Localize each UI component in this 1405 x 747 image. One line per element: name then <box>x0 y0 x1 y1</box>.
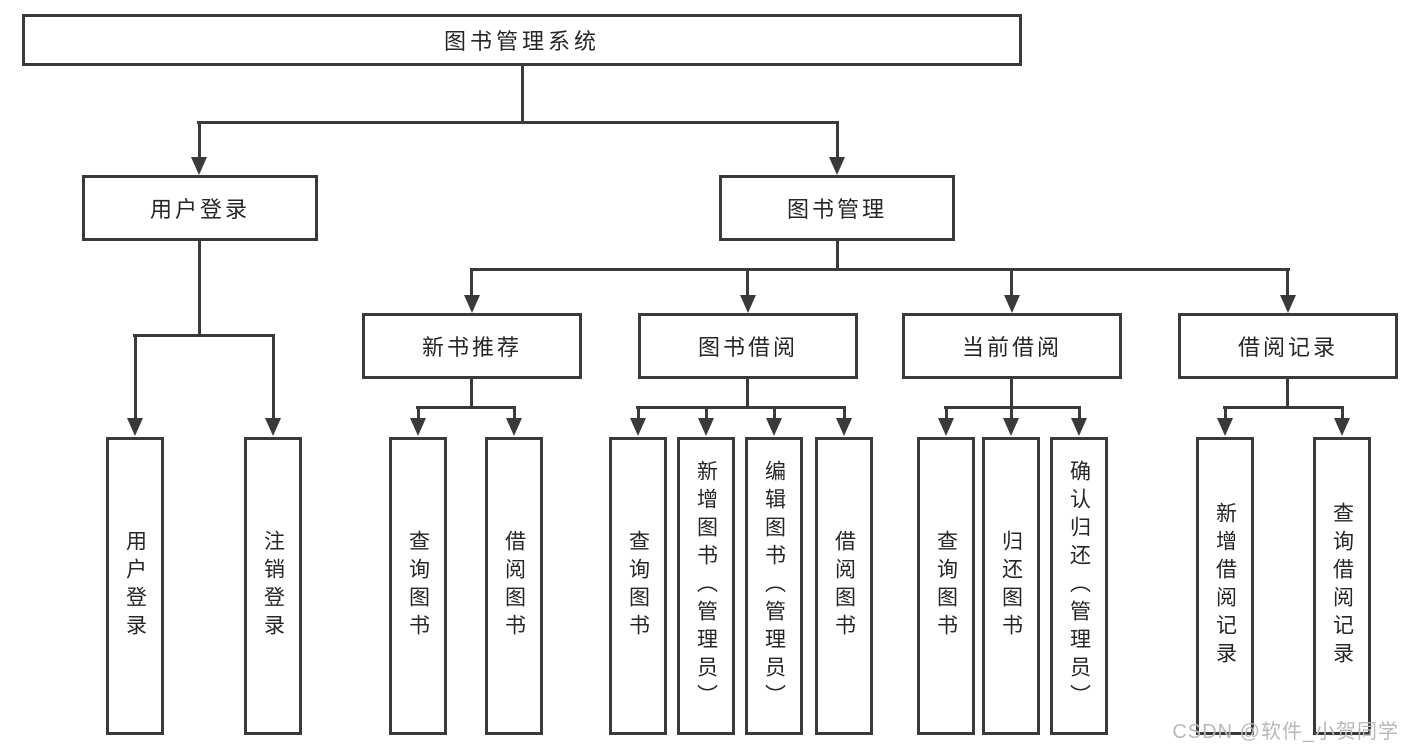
down-arrowhead-icon <box>1004 295 1020 313</box>
down-arrowhead-icon <box>410 418 426 436</box>
connector-vline <box>470 268 473 297</box>
leaf-bb-edit-books-admin: 编辑图书（管理员） <box>745 437 803 735</box>
leaf-bb-borrow-books: 借阅图书 <box>815 437 873 735</box>
connector-hline <box>133 334 275 337</box>
connector-vline <box>1286 268 1289 297</box>
connector-hline <box>636 406 846 409</box>
leaf-nb-borrow-books: 借阅图书 <box>485 437 543 735</box>
connector-vline <box>945 406 948 419</box>
node-root: 图书管理系统 <box>22 14 1022 66</box>
leaf-label: 查询图书 <box>626 530 650 642</box>
connector-vline <box>1078 406 1081 419</box>
down-arrowhead-icon <box>836 418 852 436</box>
leaf-label: 查询图书 <box>406 530 430 642</box>
down-arrowhead-icon <box>265 418 281 436</box>
connector-hline <box>470 268 1290 271</box>
leaf-label: 新增图书（管理员） <box>694 460 718 712</box>
leaf-label: 查询图书 <box>934 530 958 642</box>
leaf-label: 新增借阅记录 <box>1213 502 1237 670</box>
down-arrowhead-icon <box>829 157 845 175</box>
down-arrowhead-icon <box>1071 418 1087 436</box>
node-user-login: 用户登录 <box>82 175 318 241</box>
node-book-borrow: 图书借阅 <box>638 313 858 379</box>
connector-hline <box>1223 406 1344 409</box>
leaf-label: 用户登录 <box>123 530 147 642</box>
connector-vline <box>272 334 275 419</box>
connector-vline <box>513 406 516 419</box>
down-arrowhead-icon <box>191 157 207 175</box>
connector-vline <box>843 406 846 419</box>
leaf-cb-confirm-return-admin: 确认归还（管理员） <box>1050 437 1108 735</box>
down-arrowhead-icon <box>1280 295 1296 313</box>
connector-vline <box>134 334 137 419</box>
leaf-br-query-record: 查询借阅记录 <box>1313 437 1371 735</box>
leaf-bb-add-books-admin: 新增图书（管理员） <box>677 437 735 735</box>
leaf-label: 确认归还（管理员） <box>1067 460 1091 712</box>
leaf-logout: 注销登录 <box>244 437 302 735</box>
connector-vline <box>521 66 524 124</box>
node-book-management: 图书管理 <box>719 175 955 241</box>
leaf-nb-query-books: 查询图书 <box>389 437 447 735</box>
down-arrowhead-icon <box>464 295 480 313</box>
leaf-br-add-record: 新增借阅记录 <box>1196 437 1254 735</box>
connector-vline <box>746 379 749 409</box>
node-borrow-records: 借阅记录 <box>1178 313 1398 379</box>
node-current-borrow: 当前借阅 <box>902 313 1122 379</box>
leaf-label: 借阅图书 <box>832 530 856 642</box>
watermark: CSDN @软件_小贺同学 <box>1172 721 1399 743</box>
connector-vline <box>1286 379 1289 409</box>
connector-vline <box>1010 379 1013 409</box>
connector-vline <box>836 121 839 158</box>
connector-vline <box>705 406 708 419</box>
down-arrowhead-icon <box>766 418 782 436</box>
down-arrowhead-icon <box>127 418 143 436</box>
connector-vline <box>1010 406 1013 419</box>
down-arrowhead-icon <box>740 295 756 313</box>
leaf-label: 编辑图书（管理员） <box>762 460 786 712</box>
down-arrowhead-icon <box>938 418 954 436</box>
leaf-cb-query-books: 查询图书 <box>917 437 975 735</box>
connector-vline <box>637 406 640 419</box>
down-arrowhead-icon <box>1003 418 1019 436</box>
connector-vline <box>1010 268 1013 297</box>
connector-vline <box>746 268 749 297</box>
connector-hline <box>416 406 516 409</box>
down-arrowhead-icon <box>698 418 714 436</box>
leaf-cb-return-books: 归还图书 <box>982 437 1040 735</box>
connector-vline <box>198 121 201 158</box>
connector-vline <box>1224 406 1227 419</box>
leaf-user-login: 用户登录 <box>106 437 164 735</box>
leaf-label: 借阅图书 <box>502 530 526 642</box>
connector-vline <box>417 406 420 419</box>
connector-vline <box>470 379 473 409</box>
leaf-label: 注销登录 <box>261 530 285 642</box>
connector-vline <box>773 406 776 419</box>
connector-vline <box>198 241 201 337</box>
connector-vline <box>836 241 839 271</box>
down-arrowhead-icon <box>506 418 522 436</box>
leaf-label: 归还图书 <box>999 530 1023 642</box>
down-arrowhead-icon <box>1334 418 1350 436</box>
leaf-label: 查询借阅记录 <box>1330 502 1354 670</box>
node-new-book-recommend: 新书推荐 <box>362 313 582 379</box>
down-arrowhead-icon <box>630 418 646 436</box>
connector-hline <box>197 121 839 124</box>
connector-vline <box>1341 406 1344 419</box>
leaf-bb-query-books: 查询图书 <box>609 437 667 735</box>
down-arrowhead-icon <box>1217 418 1233 436</box>
